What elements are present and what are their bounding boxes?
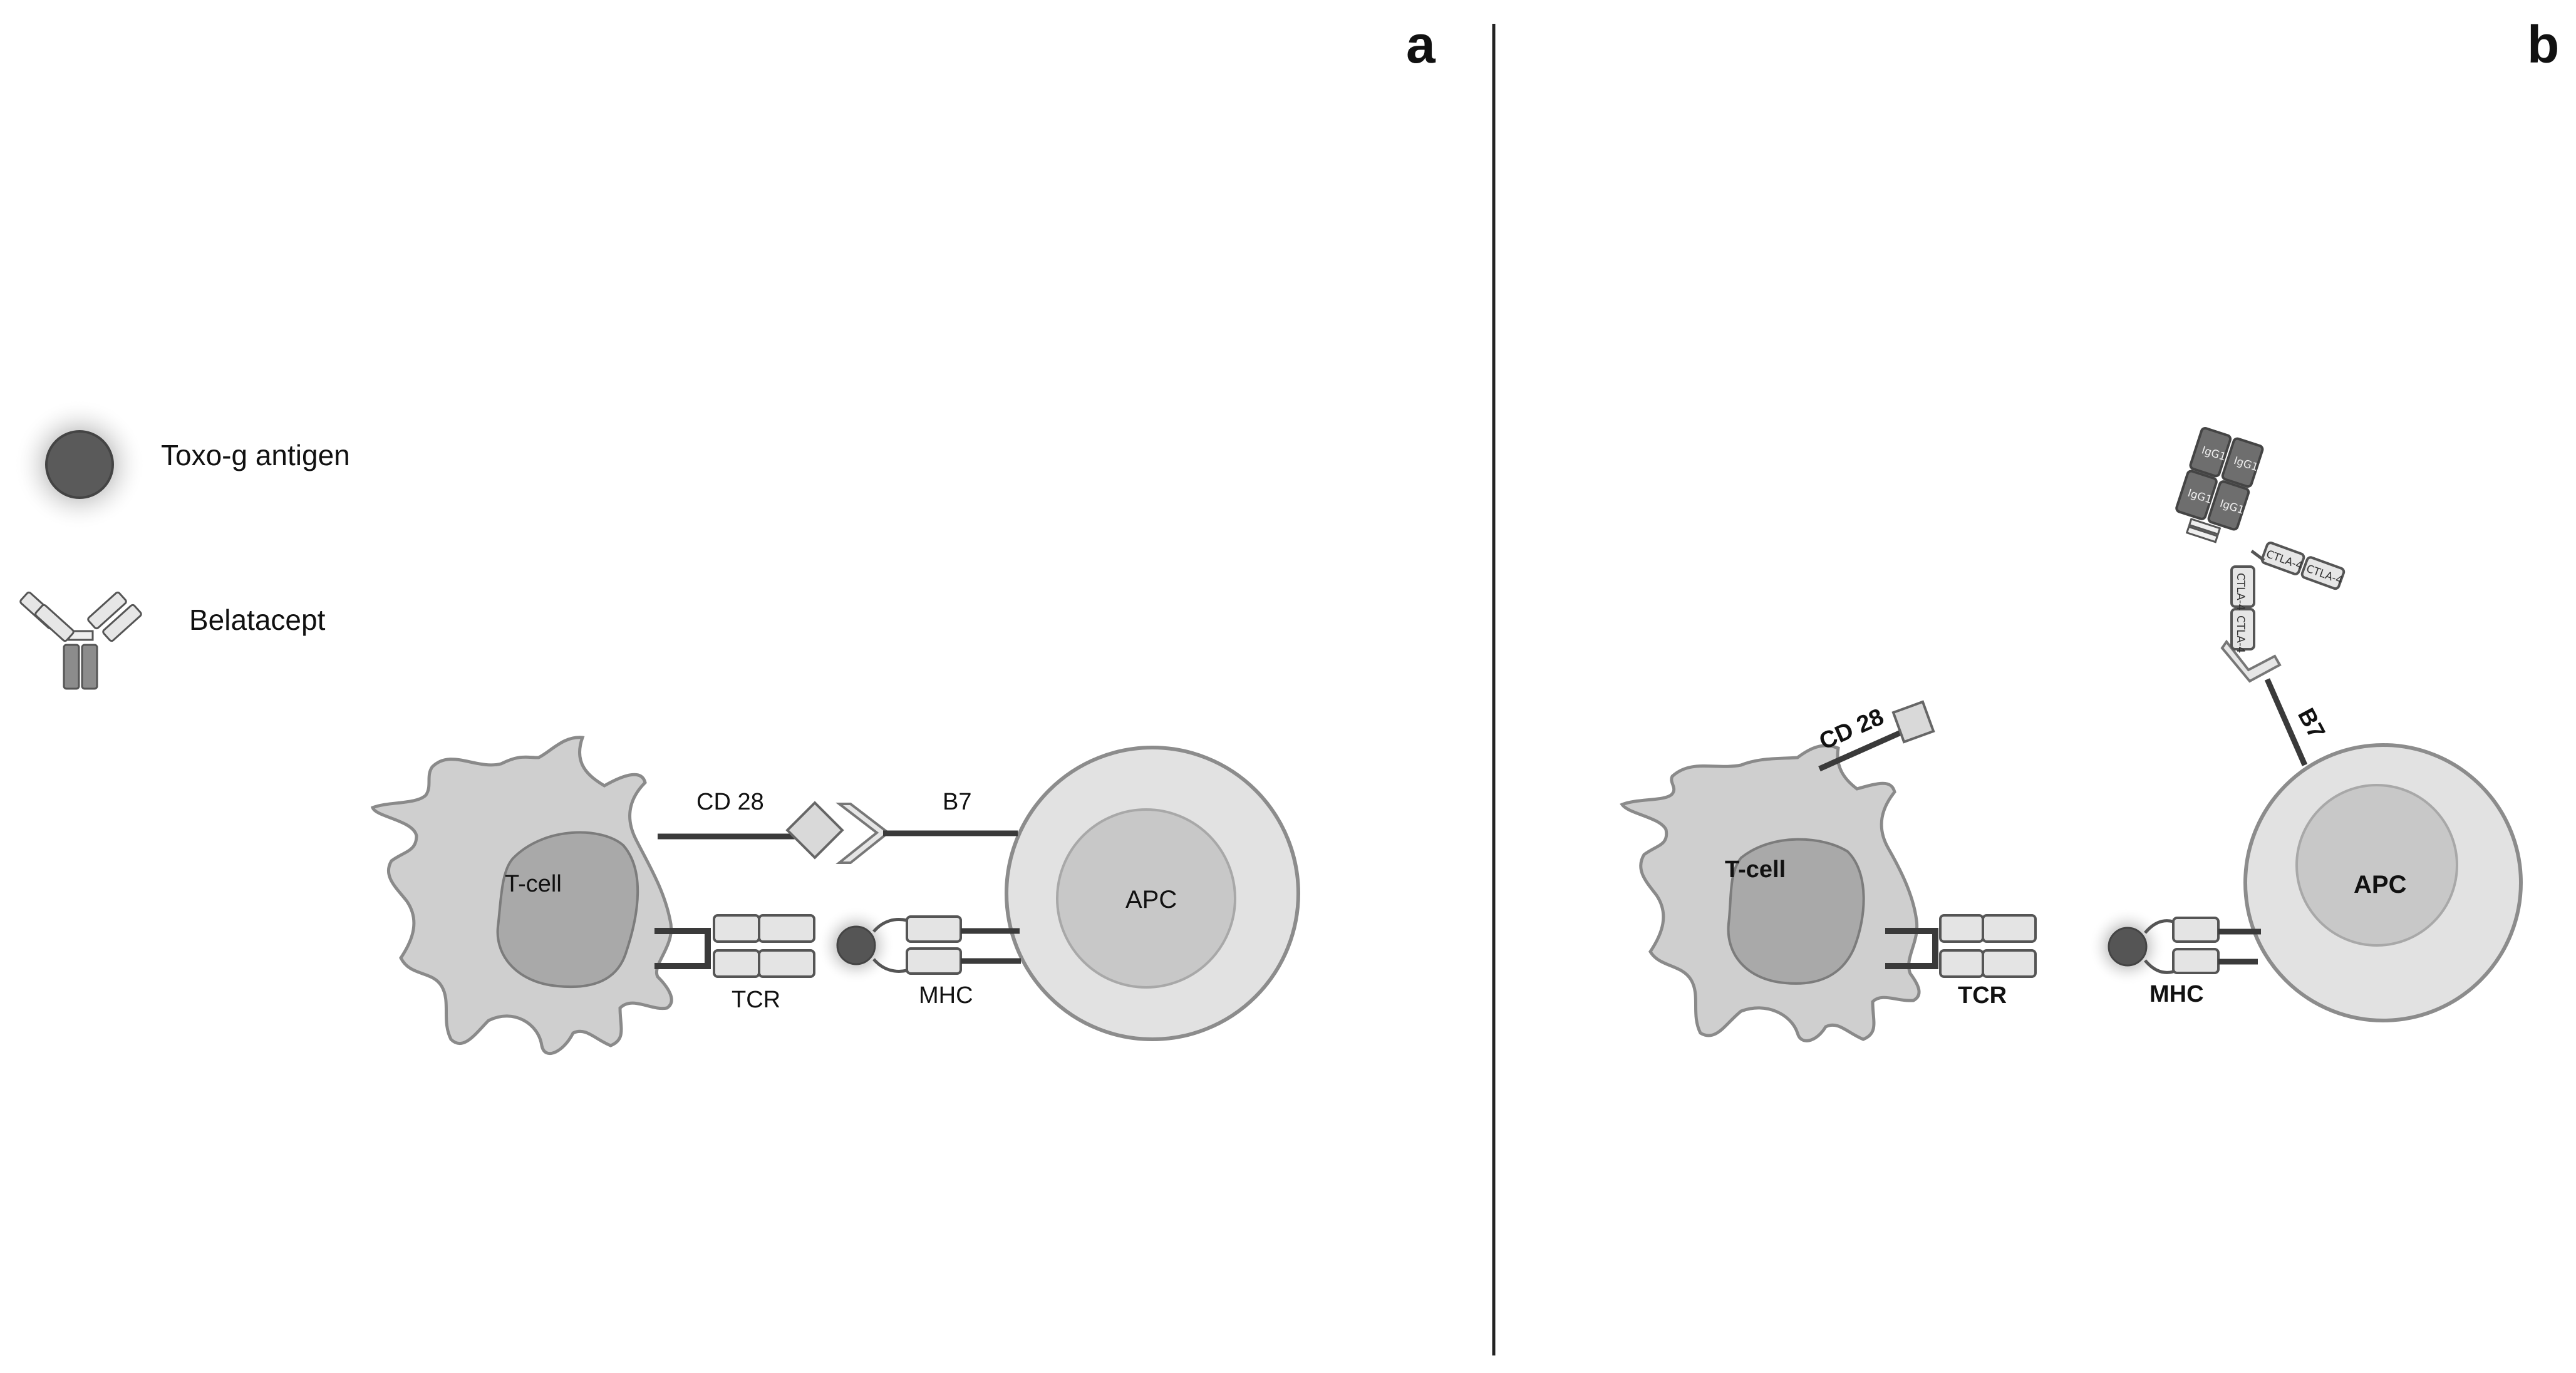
tcell-label: T-cell [1725, 856, 1786, 883]
apc-nucleus [2295, 784, 2458, 947]
legend-drug-label: Belatacept [189, 604, 326, 636]
mhc-label: MHC [2149, 981, 2204, 1007]
b7-label: B7 [943, 789, 971, 815]
b7-label: B7 [2292, 704, 2330, 744]
antigen-particle [2108, 927, 2148, 967]
tcell-nucleus [1727, 838, 1865, 985]
panel-a: T-cell APC CD 28 B7 TCR [370, 736, 1300, 1055]
apc-nucleus [1056, 808, 1236, 989]
b7-stalk [2264, 678, 2308, 766]
mhc-receptor [2144, 917, 2261, 974]
legend-antigen-label: Toxo-g antigen [161, 439, 350, 471]
tcr-receptor [654, 914, 815, 978]
ctla4-label: CTLA-4 [2234, 615, 2247, 653]
cd28-stalk [1818, 729, 1902, 772]
antigen-particle [836, 925, 876, 965]
apc-label: APC [1125, 886, 1177, 913]
tcr-label: TCR [732, 987, 780, 1013]
cd28-receptor [1891, 700, 1935, 744]
cd28-label: CD 28 [1816, 704, 1888, 755]
panel-label-b: b [2527, 15, 2559, 74]
tcell-label: T-cell [505, 871, 562, 897]
cd28-receptor [785, 801, 844, 860]
cd28-label: CD 28 [696, 789, 764, 815]
tcr-receptor [1885, 914, 2037, 978]
b7-ligand [2220, 639, 2282, 683]
tcr-label: TCR [1958, 982, 2007, 1009]
mhc-receptor [872, 915, 1021, 975]
panel-b: T-cell CD 28 TCR APC MHC [1620, 426, 2523, 1042]
b7-ligand [835, 803, 891, 864]
legend: Toxo-g antigen Belatacept [14, 399, 350, 690]
mhc-label: MHC [919, 982, 973, 1009]
tcell-nucleus [496, 831, 639, 989]
panel-label-a: a [1406, 15, 1436, 74]
belatacept-molecule: IgG1 IgG1 IgG1 IgG1 CTLA-4 CTLA-4 CTLA-4 [2175, 426, 2346, 653]
belatacept-icon [19, 591, 142, 690]
apc-label: APC [2354, 871, 2406, 898]
ctla4-label: CTLA-4 [2234, 573, 2247, 610]
antigen-icon [14, 399, 145, 530]
